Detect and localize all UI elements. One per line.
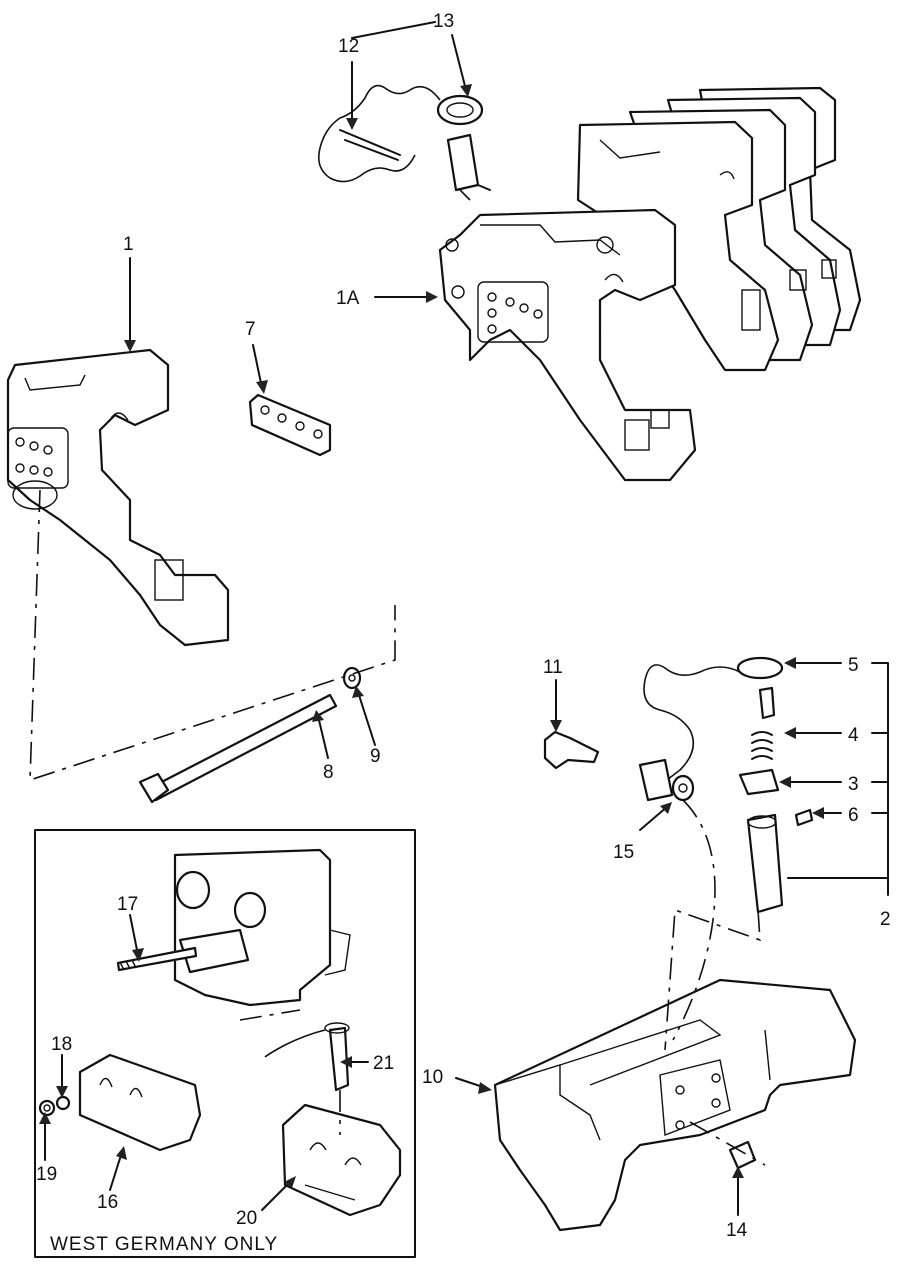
callout-2: 2 bbox=[880, 909, 891, 930]
callout-6: 6 bbox=[848, 805, 859, 826]
pin-2-assembly bbox=[543, 656, 814, 1051]
callout-7: 7 bbox=[245, 319, 256, 340]
weight-10 bbox=[493, 978, 857, 1232]
callout-12: 12 bbox=[338, 36, 359, 57]
callout-9: 9 bbox=[370, 746, 381, 767]
callout-8: 8 bbox=[323, 762, 334, 783]
leader-lines bbox=[39, 21, 889, 1216]
callout-19: 19 bbox=[36, 1164, 57, 1185]
callout-3: 3 bbox=[848, 774, 859, 795]
callout-11: 11 bbox=[543, 657, 563, 678]
inset-west-germany bbox=[34, 829, 416, 1258]
callout-16: 16 bbox=[97, 1192, 118, 1213]
callout-18: 18 bbox=[51, 1034, 72, 1055]
callout-10: 10 bbox=[422, 1067, 443, 1088]
callout-20: 20 bbox=[236, 1208, 257, 1229]
callout-15: 15 bbox=[613, 842, 634, 863]
callout-5: 5 bbox=[848, 655, 859, 676]
callout-labels: 1 1A 2 3 4 5 6 7 8 9 10 11 12 13 14 15 1… bbox=[36, 11, 891, 1255]
spacer-14 bbox=[689, 1121, 766, 1170]
weight-stack-1a bbox=[438, 86, 862, 482]
plate-7 bbox=[248, 393, 332, 457]
callout-21: 21 bbox=[373, 1053, 394, 1074]
callout-13: 13 bbox=[433, 11, 454, 32]
callout-1: 1 bbox=[123, 234, 134, 255]
inset-caption: WEST GERMANY ONLY bbox=[50, 1234, 278, 1255]
callout-17: 17 bbox=[117, 894, 138, 915]
weight-1 bbox=[6, 348, 230, 647]
assembly-line-1 bbox=[29, 489, 396, 782]
callout-4: 4 bbox=[848, 725, 859, 746]
assembly-line-2 bbox=[459, 189, 471, 201]
pin-13-assembly bbox=[317, 84, 491, 192]
callout-1a: 1A bbox=[336, 288, 360, 309]
callout-14: 14 bbox=[726, 1220, 748, 1241]
